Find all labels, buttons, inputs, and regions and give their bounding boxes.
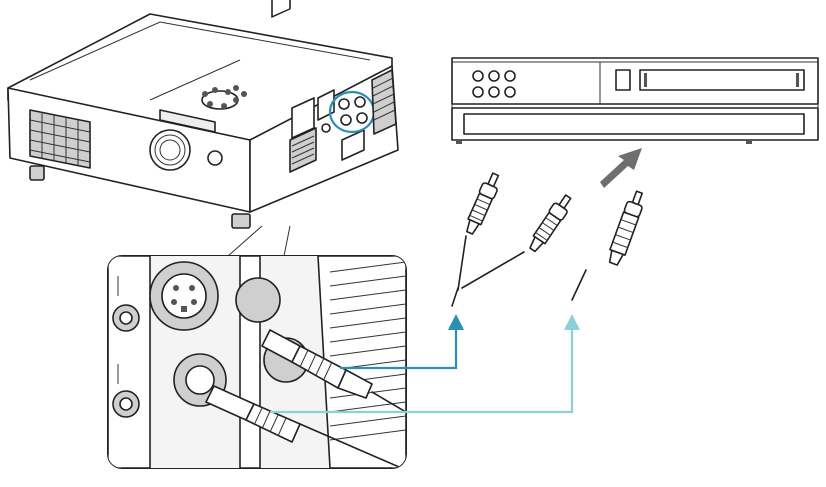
- projector-control-buttons: [201, 85, 247, 110]
- video-route-arrow-icon: [564, 314, 580, 330]
- vcr-button-cluster: [472, 70, 516, 98]
- projector-foot: [231, 213, 251, 229]
- zoom-leader-line: [227, 225, 263, 257]
- projector-icon: [7, 0, 399, 229]
- zoom-leader-line: [283, 225, 291, 257]
- projector-side-ports: [271, 0, 365, 173]
- projector-foot: [29, 165, 45, 181]
- connect-arrow-icon: [600, 148, 642, 188]
- inset-video-plug: [205, 385, 406, 468]
- vcr-dvd-player-icon: [451, 57, 819, 144]
- rca-audio-cable-icon: [451, 172, 572, 307]
- inset-audio-plug: [261, 329, 406, 413]
- video-route-line: [270, 328, 574, 414]
- projector-speaker-icon: [149, 129, 191, 171]
- projector-front-vent: [29, 109, 91, 169]
- port-closeup-inset: [107, 255, 407, 469]
- tape-slot: [639, 69, 805, 91]
- inset-left-jacks: [112, 276, 140, 418]
- composite-video-cable-icon: [571, 190, 643, 301]
- ir-receiver-icon: [207, 150, 223, 166]
- inset-s-video-port: [149, 261, 219, 331]
- audio-route-arrow-icon: [448, 314, 464, 330]
- inset-vent: [317, 256, 406, 468]
- audio-route-line: [340, 328, 458, 370]
